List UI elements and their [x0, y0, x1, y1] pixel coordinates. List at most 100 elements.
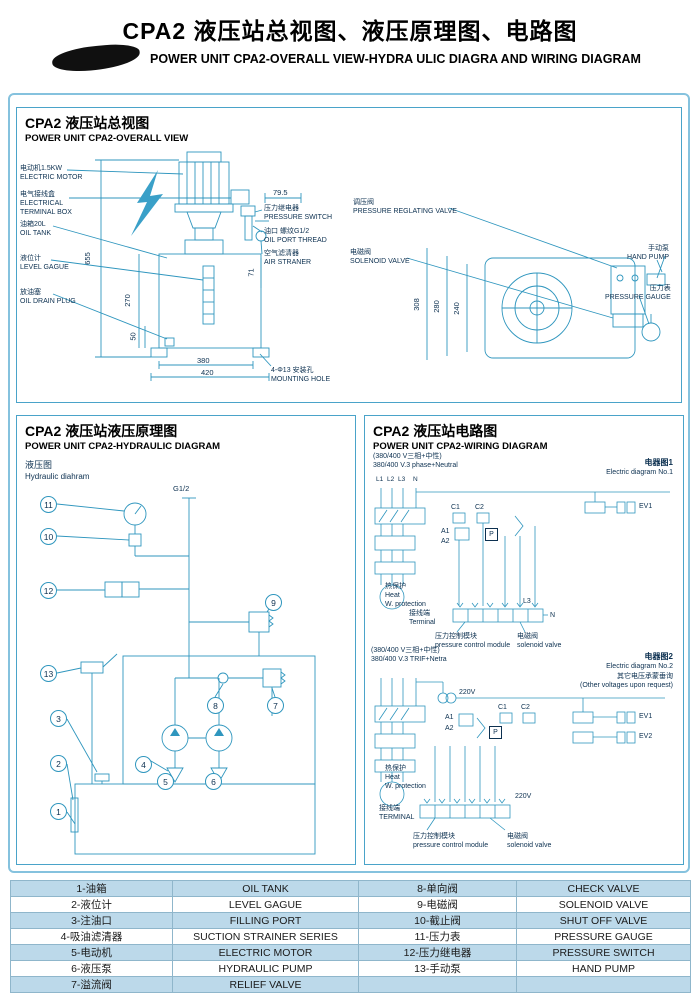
- d2-c2: C2: [521, 704, 530, 711]
- d2-supply: (380/400 V三相+中性) 380/400 V.3 TRIF+Netra: [371, 647, 447, 664]
- d1-heat-protection: 热保护 Heat W. protection: [385, 583, 426, 609]
- legend-cell: 13-手动泵: [358, 960, 517, 977]
- legend-cell: SHUT OFF VALVE: [516, 912, 691, 929]
- label-level-gauge: 液位计 LEVEL GAGUE: [20, 255, 69, 272]
- label-pressure-gauge: 压力表 PRESSURE GAUGE: [605, 285, 671, 302]
- legend-row: 1-油箱 OIL TANK 8-单向阀 CHECK VALVE: [10, 880, 691, 897]
- d1-n: N: [413, 476, 418, 483]
- balloon-4: 4: [135, 756, 152, 773]
- legend-cell: HAND PUMP: [516, 960, 691, 977]
- balloon-6: 6: [205, 773, 222, 790]
- dim-240: 240: [451, 302, 461, 315]
- legend-cell: 1-油箱: [10, 880, 173, 897]
- d1-l2: L2: [387, 476, 395, 483]
- legend-cell: OIL TANK: [172, 880, 359, 897]
- legend-cell: RELIEF VALVE: [172, 976, 359, 993]
- legend-cell: 12-压力继电器: [358, 944, 517, 961]
- d2-220v-top: 220V: [459, 689, 476, 696]
- label-mounting-hole: 4-Φ13 安装孔 MOUNTING HOLE: [271, 367, 331, 384]
- balloon-1: 1: [50, 803, 67, 820]
- d2-220v-terminal: 220V: [515, 793, 532, 800]
- hydraulic-title-cn: CPA2 液压站液压原理图: [25, 423, 178, 439]
- legend-cell: [358, 976, 517, 993]
- legend-cell: FILLING PORT: [172, 912, 359, 929]
- d1-l1: L1: [376, 476, 384, 483]
- d2-pcm: 压力控制模块 pressure control module: [413, 833, 489, 850]
- legend-row: 4-吸油滤清器 SUCTION STRAINER SERIES 11-压力表 P…: [10, 928, 691, 945]
- d1-a2: A2: [441, 538, 450, 545]
- d1-name: 电器图1 Electric diagram No.1: [606, 458, 673, 477]
- overview-title-cn: CPA2 液压站总视图: [25, 115, 150, 131]
- d1-l3b: L3: [523, 598, 531, 605]
- legend-cell: 9-电磁阀: [358, 896, 517, 913]
- dim-50: 50: [128, 332, 138, 341]
- label-pressure-switch: 压力继电器 PRESSURE SWITCH: [264, 205, 333, 222]
- balloon-8: 8: [207, 697, 224, 714]
- brush-mark: [51, 42, 141, 74]
- overview-drawing: [50, 151, 666, 381]
- legend-cell: 6-液压泵: [10, 960, 173, 977]
- wiring-title: CPA2 液压站电路图 POWER UNIT CPA2-WIRING DIAGR…: [373, 421, 548, 452]
- label-electric-motor: 电动机1.5KW ELECTRIC MOTOR: [20, 165, 83, 182]
- label-oil-port: 油口 螺纹G1/2 OIL PORT THREAD: [264, 228, 327, 245]
- pressure-gauge-icon: [641, 322, 661, 342]
- main-frame: CPA2 液压站总视图 POWER UNIT CPA2-OVERALL VIEW: [8, 93, 690, 873]
- page-subtitle: POWER UNIT CPA2-OVERALL VIEW-HYDRA ULIC …: [150, 52, 641, 66]
- wiring-title-en: POWER UNIT CPA2-WIRING DIAGRAM: [373, 441, 548, 452]
- legend-cell: 5-电动机: [10, 944, 173, 961]
- balloon-3: 3: [50, 710, 67, 727]
- d1-p-box: P: [485, 528, 498, 541]
- d2-sol: 电磁阀 solenoid valve: [507, 833, 552, 850]
- d2-a2: A2: [445, 725, 454, 732]
- legend-cell: CHECK VALVE: [516, 880, 691, 897]
- legend-row: 3-注油口 FILLING PORT 10-截止阀 SHUT OFF VALVE: [10, 912, 691, 929]
- d1-l3: L3: [398, 476, 406, 483]
- hydraulic-title: CPA2 液压站液压原理图 POWER UNIT CPA2-HYDRAULIC …: [25, 421, 220, 452]
- balloon-7: 7: [267, 697, 284, 714]
- balloon-10: 10: [40, 528, 57, 545]
- wiring-schematic: [374, 488, 670, 831]
- legend-cell: LEVEL GAGUE: [172, 896, 359, 913]
- d1-supply: (380/400 V三相+中性) 380/400 V.3 phase+Neutr…: [373, 453, 458, 470]
- overview-title: CPA2 液压站总视图 POWER UNIT CPA2-OVERALL VIEW: [25, 113, 188, 144]
- d2-ev1: EV1: [639, 713, 653, 720]
- dim-280: 280: [431, 300, 441, 313]
- d1-c1: C1: [451, 504, 460, 511]
- balloon-9: 9: [265, 594, 282, 611]
- legend-cell: 11-压力表: [358, 928, 517, 945]
- legend-cell: ELECTRIC MOTOR: [172, 944, 359, 961]
- d1-pcm: 压力控制模块 pressure control module: [435, 633, 511, 650]
- overview-panel: CPA2 液压站总视图 POWER UNIT CPA2-OVERALL VIEW: [16, 107, 682, 403]
- legend-cell: [516, 976, 691, 993]
- dim-308: 308: [411, 298, 421, 311]
- legend-cell: PRESSURE GAUGE: [516, 928, 691, 945]
- d1-nb: N: [550, 612, 556, 619]
- legend-cell: 2-液位计: [10, 896, 173, 913]
- legend-cell: SOLENOID VALVE: [516, 896, 691, 913]
- dim-420: 420: [201, 368, 214, 377]
- d2-a1: A1: [445, 714, 454, 721]
- legend-cell: HYDRAULIC PUMP: [172, 960, 359, 977]
- legend-cell: 8-单向阀: [358, 880, 517, 897]
- d2-terminal: 接线端 TERMINAL: [379, 805, 415, 822]
- label-air-strainer: 空气滤清器 AIR STRANER: [264, 250, 312, 267]
- d1-c2: C2: [475, 504, 484, 511]
- balloon-5: 5: [157, 773, 174, 790]
- balloon-13: 13: [40, 665, 57, 682]
- dim-79-5: 79.5: [273, 188, 288, 197]
- hydraulic-panel: CPA2 液压站液压原理图 POWER UNIT CPA2-HYDRAULIC …: [16, 415, 356, 865]
- page-header: CPA2 液压站总视图、液压原理图、电路图: [0, 12, 700, 46]
- dim-270: 270: [122, 294, 132, 307]
- label-regulating-valve: 调压阀 PRESSURE REGLATING VALVE: [353, 199, 457, 216]
- d1-terminal: 接线端 Terminal: [409, 610, 436, 627]
- d2-name: 电器图2 Electric diagram No.2: [606, 652, 673, 671]
- d2-other-voltages: 其它电压承蒙垂询 (Other voltages upon request): [580, 673, 673, 690]
- d2-c1: C1: [498, 704, 507, 711]
- balloon-11: 11: [40, 496, 57, 513]
- legend-row: 2-液位计 LEVEL GAGUE 9-电磁阀 SOLENOID VALVE: [10, 896, 691, 913]
- wiring-title-cn: CPA2 液压站电路图: [373, 423, 498, 439]
- legend-row: 6-液压泵 HYDRAULIC PUMP 13-手动泵 HAND PUMP: [10, 960, 691, 977]
- legend-cell: SUCTION STRAINER SERIES: [172, 928, 359, 945]
- page-title: CPA2 液压站总视图、液压原理图、电路图: [122, 18, 578, 44]
- lightning-bolt-icon: [131, 170, 163, 236]
